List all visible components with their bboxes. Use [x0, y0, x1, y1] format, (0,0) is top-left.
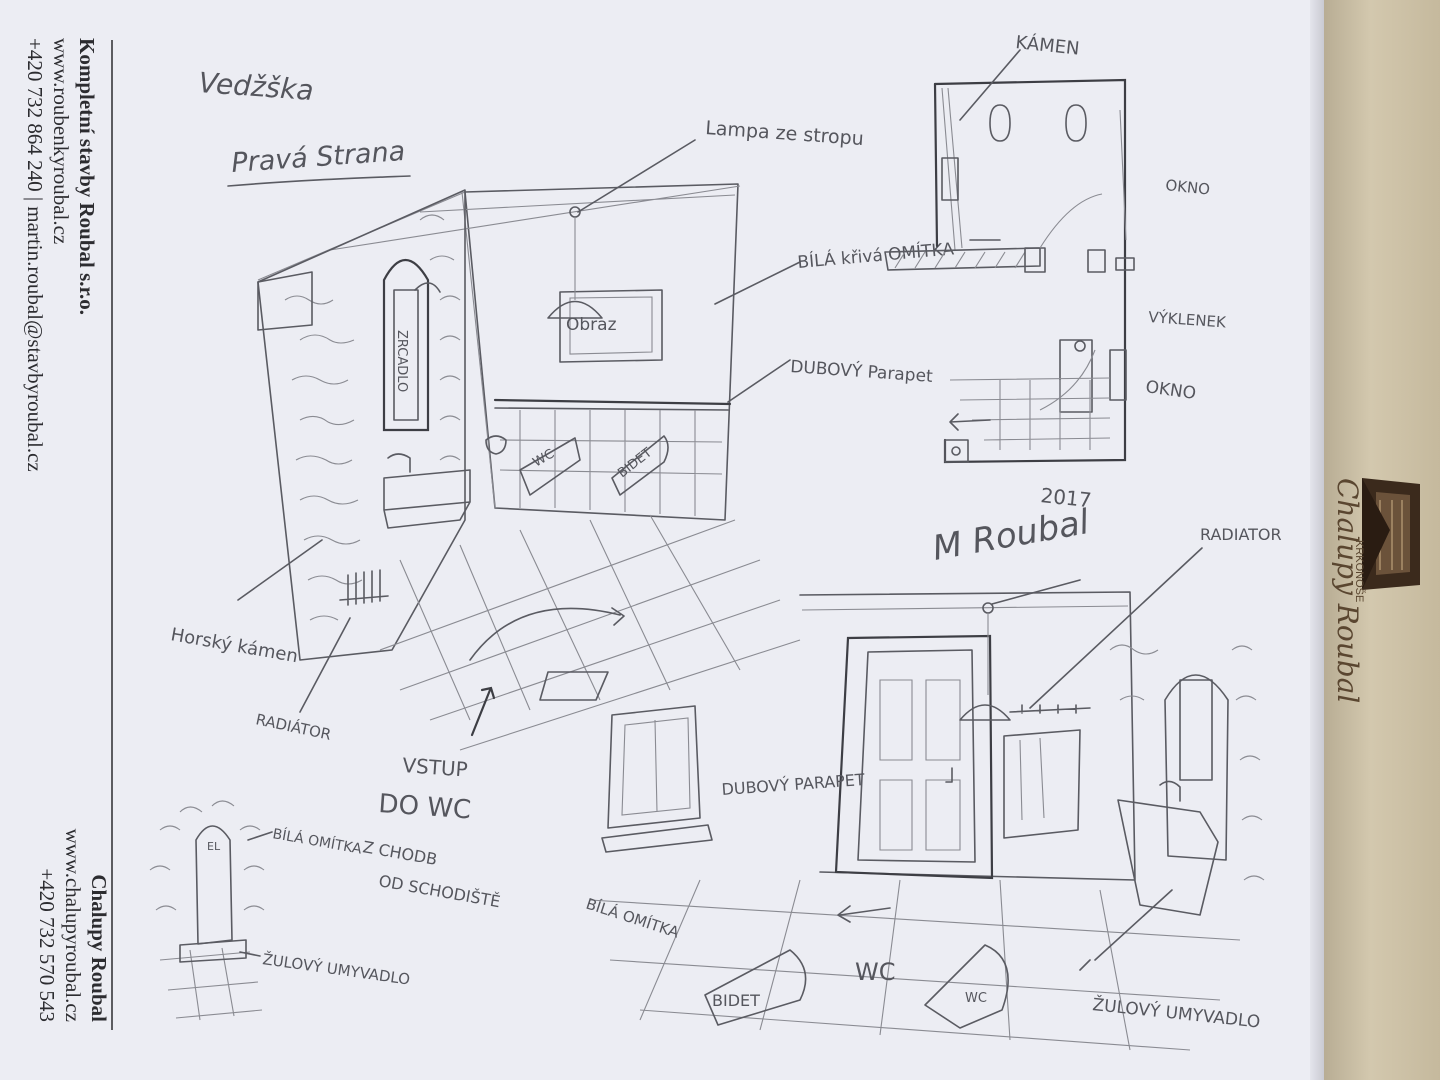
main-perspective-sketch: ZRCADLO WC BIDET Obraz	[257, 183, 801, 751]
letterhead-contact: +420 732 864 240 | martin.roubal@stavbyr…	[23, 38, 47, 472]
logo-text: Chalupy Roubal KRKONOŠE	[1331, 478, 1366, 703]
el-label: EL	[207, 840, 221, 853]
logo-house-icon	[1362, 478, 1420, 590]
picture-label: Obraz	[566, 315, 617, 335]
entrance-label-2: DO WC	[378, 789, 472, 825]
wc-2-label: WC	[855, 958, 896, 986]
bottom-company: Chalupy Roubal	[87, 874, 111, 1022]
bidet-2-label: BIDET	[712, 991, 760, 1010]
bottom-phone: +420 732 570 543	[35, 868, 59, 1022]
sketch-subtitle: Pravá Strana	[230, 136, 406, 179]
second-perspective-sketch: BIDET WC	[589, 591, 1265, 1051]
lamp-label-text: Lampa ze stropu	[705, 117, 865, 150]
mirror-label: ZRCADLO	[394, 330, 409, 392]
entrance-label-3: Z CHODB	[361, 837, 438, 869]
entrance-label-4: OD SCHODIŠTĚ	[377, 871, 501, 911]
small-basin-sketch: EL	[149, 800, 273, 1021]
signature: M Roubal	[930, 502, 1093, 569]
letterhead-web: www.roubenkyroubal.cz	[49, 38, 73, 244]
bidet-label: BIDET	[615, 445, 655, 481]
floor-plan-sketch	[884, 49, 1135, 464]
letterhead-left: Kompletní stavby Roubal s.r.o. www.roube…	[23, 38, 99, 472]
logo-name: Chalupy Roubal	[1331, 478, 1364, 703]
letterhead-bottom: Chalupy Roubal www.chalupyroubal.cz +420…	[35, 829, 111, 1023]
entrance-label-1: VSTUP	[402, 753, 469, 781]
window-label-1: OKNO	[1165, 176, 1211, 199]
granite-basin-2-label: ŽULOVÝ UMYVADLO	[1091, 993, 1261, 1032]
oak-ledge-2-label: DUBOVÝ PARAPET	[721, 770, 866, 799]
radiator-2-label: RADIATOR	[1200, 525, 1282, 544]
subtitle-underline	[227, 175, 411, 187]
white-plaster-2-label: BÍLÁ OMÍTKA	[584, 894, 682, 942]
stone-wall-label: Horský kámen	[169, 624, 299, 667]
white-plaster-label: BÍLÁ křivá OMÍTKA	[797, 237, 956, 273]
leader-lines-main	[237, 139, 801, 713]
niche-label: VÝKLENEK	[1148, 307, 1228, 331]
leader-lines-right	[991, 547, 1203, 971]
logo-region: KRKONOŠE	[1353, 540, 1366, 602]
paper-edge	[1310, 0, 1324, 1080]
radiator-label: RADIÁTOR	[254, 709, 333, 743]
lamp-label: Lampa ze stropu	[705, 117, 865, 150]
sketch-title: Vedžška	[198, 66, 315, 107]
year-label: 2017	[1039, 483, 1092, 512]
letterhead-company: Kompletní stavby Roubal s.r.o.	[75, 38, 99, 315]
wc-3-label: WC	[965, 991, 987, 1006]
small-plaster-label: BÍLÁ OMÍTKA	[271, 825, 363, 857]
window-label-2: OKNO	[1144, 377, 1197, 404]
bottom-web: www.chalupyroubal.cz	[61, 829, 85, 1022]
stone-label: KÁMEN	[1014, 31, 1080, 60]
small-basin-label: ŽULOVÝ UMYVADLO	[261, 949, 411, 989]
oak-ledge-label: DUBOVÝ Parapet	[790, 355, 934, 387]
